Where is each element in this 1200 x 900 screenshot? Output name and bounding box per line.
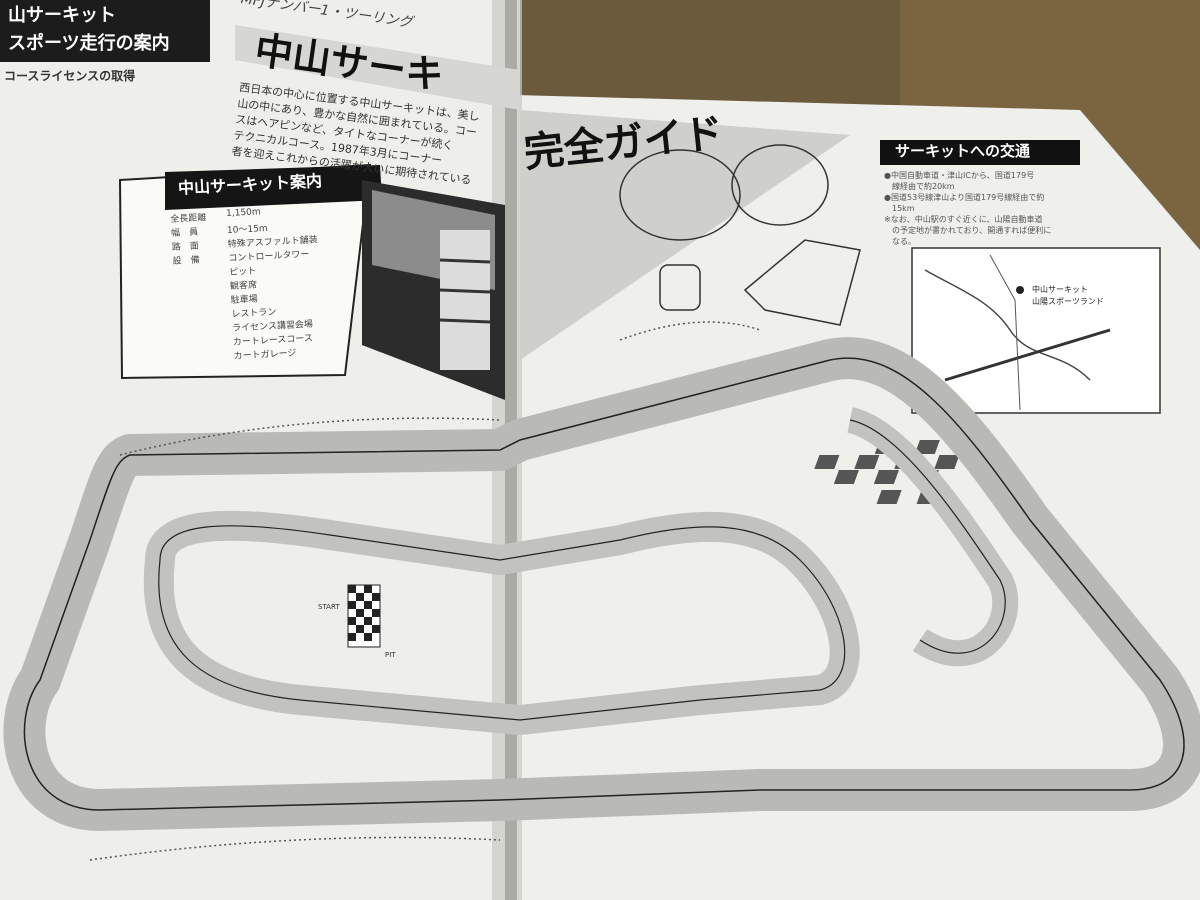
map-sketch [743, 239, 861, 326]
guide-value: 駐車場 [230, 294, 258, 306]
title-band [235, 25, 520, 110]
guide-key [177, 350, 222, 366]
access-line: ●中国自動車道・津山ICから、国道179号 [884, 171, 1035, 180]
hill-hatch-bottom [89, 836, 501, 861]
access-line: なる。 [884, 237, 916, 246]
race-track [3, 337, 1200, 831]
access-line: 15km [884, 204, 915, 213]
access-text: ●中国自動車道・津山ICから、国道179号 線経由で約20km ●国道53号線津… [884, 170, 1051, 247]
helmet-sketch-1 [619, 149, 741, 241]
access-line: の予定地が書かれており、開通すれば便利に [884, 226, 1052, 235]
helmet-sketch-2 [731, 144, 829, 226]
access-line: 線経由で約20km [884, 182, 955, 191]
start-label: START [318, 603, 340, 611]
guide-label-bg [165, 165, 382, 210]
side-header-box [0, 0, 210, 62]
access-label: サーキットへの交通 [895, 142, 1031, 160]
side-subhead: コースライセンスの取得 [4, 69, 136, 83]
pit-label: PIT [385, 651, 396, 659]
start-line-checker [347, 584, 381, 648]
map-label-circuit: 中山サーキット [1032, 285, 1088, 294]
map-label-sports: 山陽スポーツランド [1032, 297, 1104, 306]
access-line: ※なお、中山駅のすぐ近くに、山陽自動車道 [884, 215, 1043, 224]
cup-sketch [659, 264, 701, 311]
guide-value: ピット [229, 266, 257, 278]
tower-building [440, 230, 490, 370]
access-map [911, 247, 1161, 414]
side-header-2: スポーツ走行の案内 [8, 33, 170, 54]
map-circuit-marker [1016, 286, 1024, 294]
hill-hatch-top [119, 417, 501, 456]
access-line: ●国道53号線津山より国道179号線経由で約 [884, 193, 1045, 202]
right-shade-triangle [520, 110, 850, 360]
guide-value: 観客席 [229, 280, 258, 292]
access-label-bg [880, 140, 1080, 165]
side-header-1: 山サーキット [8, 5, 116, 26]
